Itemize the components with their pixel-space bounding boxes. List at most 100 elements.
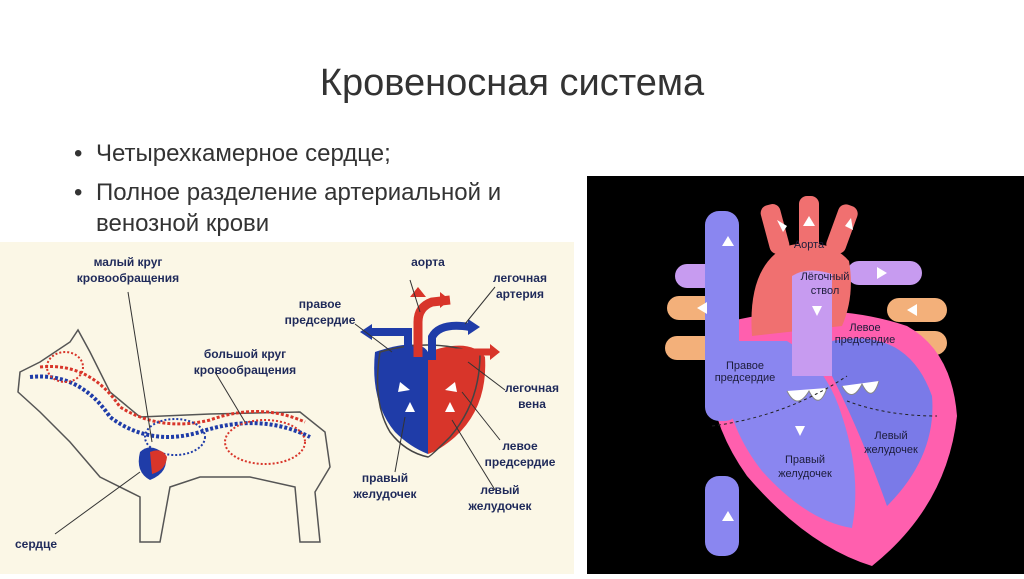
inferior-vena-cava xyxy=(705,476,739,556)
svg-text:желудочек: желудочек xyxy=(778,468,832,480)
arrow-icon xyxy=(697,302,707,314)
svg-text:сердце: сердце xyxy=(15,537,57,551)
label-right-atrium-2: предсердие xyxy=(285,313,356,327)
svg-text:аорта: аорта xyxy=(411,255,445,269)
arrow-icon xyxy=(405,402,415,412)
arrow-icon xyxy=(812,306,822,316)
bullet-dot-icon: • xyxy=(74,179,83,206)
label-right-ventricle-1: правый xyxy=(362,471,408,485)
svg-text:левое: левое xyxy=(502,439,538,453)
arrow-icon xyxy=(398,382,410,392)
svg-text:предсердие: предсердие xyxy=(485,455,556,469)
label-right-atrium-1: правое xyxy=(299,297,342,311)
label-left-atrium-r-2: предсердие xyxy=(835,334,896,346)
arrow-icon xyxy=(907,304,917,316)
svg-text:желудочек: желудочек xyxy=(864,444,918,456)
bullet-item: •Полное разделение артериальной и венозн… xyxy=(74,179,502,237)
svg-text:левый: левый xyxy=(480,483,519,497)
heart-anatomy-diagram: Аорта Лёгочный ствол Левое предсердие Пр… xyxy=(587,176,1024,574)
body-network xyxy=(224,419,306,465)
superior-vena-cava xyxy=(705,211,739,421)
venous-vessel xyxy=(29,374,311,439)
svg-text:артерия: артерия xyxy=(496,287,544,301)
arrow-icon xyxy=(440,292,450,308)
svg-text:Правый: Правый xyxy=(785,454,825,466)
arrow-icon xyxy=(722,511,734,521)
bullet-list: •Четырехкамерное сердце; •Полное разделе… xyxy=(72,138,572,247)
svg-text:вена: вена xyxy=(518,397,546,411)
label-aorta-right: Аорта xyxy=(794,239,825,251)
label-small-circle-1: малый круг xyxy=(94,255,163,269)
heart-left-half xyxy=(428,345,486,454)
arrow-icon xyxy=(845,218,853,230)
svg-text:правое: правое xyxy=(299,297,342,311)
svg-text:Лёгочный: Лёгочный xyxy=(801,271,850,283)
valve xyxy=(786,387,828,402)
label-trunk-1: Лёгочный xyxy=(801,271,850,283)
label-pulmonary-vein-2: вена xyxy=(518,397,546,411)
svg-text:легочная: легочная xyxy=(505,381,559,395)
pulmonary-artery-vessel xyxy=(428,321,471,360)
pulmonary-trunk xyxy=(792,270,832,376)
label-right-ventricle-r-1: Правый xyxy=(785,454,825,466)
aorta-branch-1 xyxy=(760,204,790,254)
flow-arrows xyxy=(697,216,917,521)
bullet-dot-icon: • xyxy=(74,140,83,167)
arrow-icon xyxy=(877,267,887,279)
label-left-ventricle-1: левый xyxy=(480,483,519,497)
lung-network xyxy=(144,418,206,456)
arrow-icon xyxy=(803,216,815,226)
svg-text:большой круг: большой круг xyxy=(204,347,286,361)
arrow-icon xyxy=(795,426,805,436)
vena-cava-vessel xyxy=(370,328,412,354)
svg-text:предсердие: предсердие xyxy=(285,313,356,327)
slide-title: Кровеносная система xyxy=(319,62,705,104)
svg-text:ствол: ствол xyxy=(811,285,840,297)
svg-text:Левый: Левый xyxy=(874,430,907,442)
valve xyxy=(841,380,880,395)
svg-text:предсердие: предсердие xyxy=(835,334,896,346)
svg-text:желудочек: желудочек xyxy=(467,499,532,513)
svg-text:кровообращения: кровообращения xyxy=(194,363,296,377)
right-chamber xyxy=(724,341,856,528)
head-network xyxy=(46,351,84,383)
svg-text:правый: правый xyxy=(362,471,408,485)
arrow-icon xyxy=(490,344,500,360)
svg-text:желудочек: желудочек xyxy=(352,487,417,501)
svg-text:малый круг: малый круг xyxy=(94,255,163,269)
label-left-ventricle-2: желудочек xyxy=(467,499,532,513)
arrow-icon xyxy=(445,382,457,392)
label-aorta: аорта xyxy=(411,255,445,269)
arterial-vessel xyxy=(39,365,306,426)
arrow-icon xyxy=(445,402,455,412)
label-pulmonary-artery-1: легочная xyxy=(493,271,547,285)
circulation-diagram-svg: малый круг кровообращения большой круг к… xyxy=(15,255,559,551)
bullet-item: •Четырехкамерное сердце; xyxy=(74,140,391,167)
label-heart: сердце xyxy=(15,537,57,551)
label-left-atrium-2: предсердие xyxy=(485,455,556,469)
svg-text:Левое: Левое xyxy=(849,322,880,334)
arrow-icon xyxy=(468,319,480,335)
arrow-icon xyxy=(722,236,734,246)
svg-text:кровообращения: кровообращения xyxy=(77,271,179,285)
svg-text:предсердие: предсердие xyxy=(715,372,776,384)
left-chamber xyxy=(832,338,933,506)
septum-dashed xyxy=(711,375,848,427)
label-right-ventricle-r-2: желудочек xyxy=(778,468,832,480)
circulation-diagram: малый круг кровообращения большой круг к… xyxy=(0,242,574,574)
label-trunk-2: ствол xyxy=(811,285,840,297)
aorta-vessel xyxy=(413,295,451,357)
svg-text:Правое: Правое xyxy=(726,360,764,372)
arrow-icon xyxy=(777,220,787,232)
label-big-circle-1: большой круг xyxy=(204,347,286,361)
label-left-ventricle-r-1: Левый xyxy=(874,430,907,442)
label-left-atrium-r-1: Левое xyxy=(849,322,880,334)
label-left-ventricle-r-2: желудочек xyxy=(864,444,918,456)
label-big-circle-2: кровообращения xyxy=(194,363,296,377)
animal-outline xyxy=(17,328,331,543)
heart-right-half xyxy=(374,344,428,454)
svg-text:легочная: легочная xyxy=(493,271,547,285)
label-left-atrium-1: левое xyxy=(502,439,538,453)
svg-text:Аорта: Аорта xyxy=(794,239,825,251)
label-right-atrium-r-2: предсердие xyxy=(715,372,776,384)
